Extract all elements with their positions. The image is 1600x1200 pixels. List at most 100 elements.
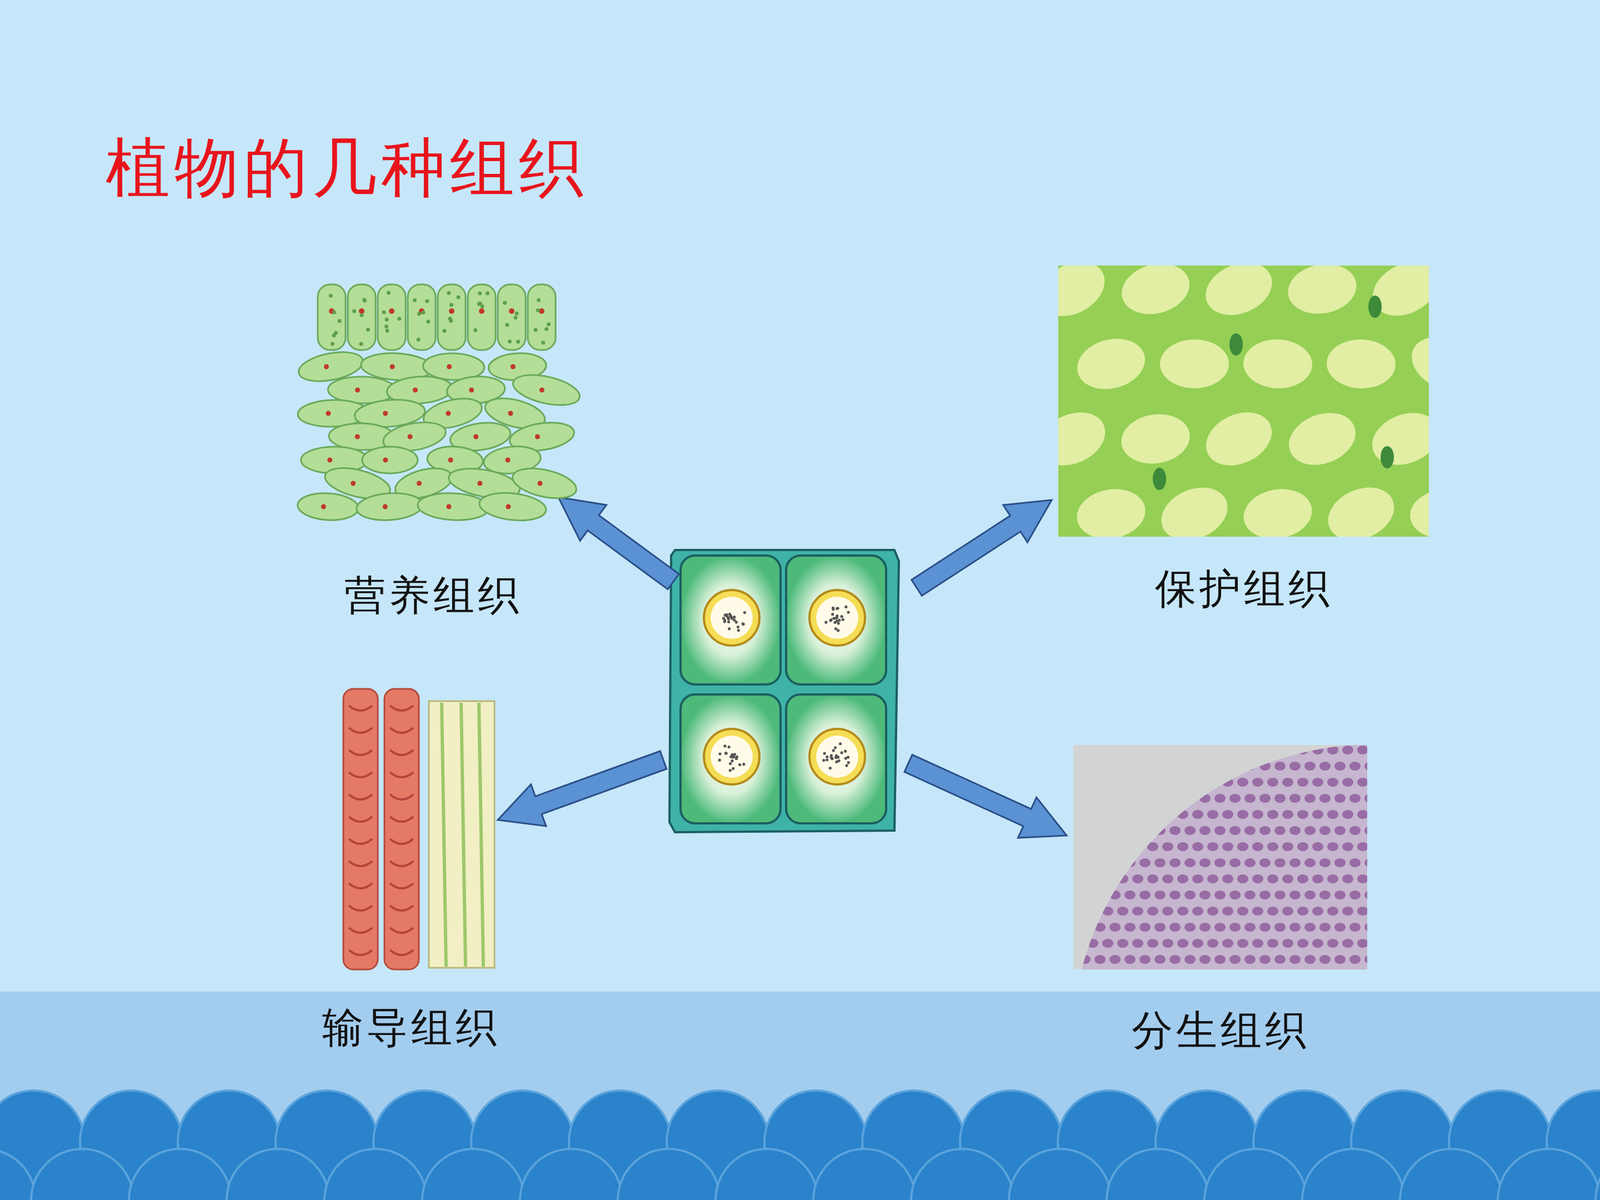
epidermal-cell (1153, 477, 1237, 537)
meristem-cell (1289, 761, 1301, 771)
meristem-cell (1342, 842, 1354, 852)
meristem-cell (1109, 858, 1121, 868)
vessel-thickening (348, 927, 373, 933)
chloroplast (516, 340, 520, 344)
chloroplast (426, 319, 430, 324)
vessel-thickening (348, 750, 373, 755)
meristem-cell (1334, 890, 1346, 900)
meristem-cell (1259, 826, 1271, 835)
tissue-label: 保护组织 (1155, 566, 1333, 612)
meristem-illustration (1072, 745, 1376, 970)
chromatin-dot (837, 621, 840, 625)
meristem-cell (1252, 777, 1264, 787)
nucleus (703, 590, 760, 646)
meristem-cell (1094, 955, 1106, 964)
chromatin-dot (835, 607, 839, 610)
meristem-cell (1102, 906, 1114, 916)
meristem-cell (1297, 906, 1309, 916)
meristem-cell (1139, 890, 1151, 900)
chloroplast (359, 342, 364, 347)
meristem-cell (1259, 922, 1271, 932)
meristem-cell (1274, 858, 1286, 868)
scallop (1497, 1148, 1600, 1200)
scallop (520, 1148, 623, 1200)
meristem-cell (1094, 890, 1106, 900)
vessel-thickening (390, 816, 414, 822)
meristem-cell (1117, 745, 1129, 755)
meristem-cell (1169, 793, 1181, 803)
meristem-cell (1132, 842, 1144, 852)
meristem-cell (1297, 938, 1309, 948)
meristem-cell (1229, 793, 1241, 803)
meristem-cell (1184, 955, 1196, 964)
meristem-cell (1229, 955, 1241, 964)
meristem-cell (1102, 745, 1114, 755)
scallop (813, 1148, 916, 1200)
meristem-cell (1132, 938, 1144, 948)
meristem-cell (1162, 777, 1174, 787)
meristem-cell (1349, 761, 1361, 771)
chloroplast (449, 302, 454, 307)
meristem-cell (1334, 858, 1346, 868)
cell-nucleus (505, 457, 510, 463)
chromatin-dot (742, 762, 745, 766)
meristem-cell (1073, 745, 1084, 755)
chromatin-dot (830, 618, 833, 622)
meristem-cell (1282, 874, 1294, 884)
cell-nucleus (327, 457, 333, 463)
cell-nucleus (539, 387, 545, 393)
scallop (31, 1148, 134, 1200)
meristem-region (1073, 745, 1368, 970)
meristem-cell (1162, 906, 1174, 916)
meristem-cell (1207, 842, 1219, 852)
chloroplast (366, 327, 370, 332)
tissue-label: 营养组织 (344, 572, 523, 618)
meristem-cell (1154, 761, 1166, 771)
meristem-cell (1177, 745, 1189, 755)
cell-nucleus (388, 308, 395, 314)
meristem-cell (1139, 858, 1151, 868)
meristem-cell (1087, 842, 1099, 852)
chromatin-dot (822, 758, 825, 762)
meristem-cell (1304, 793, 1316, 803)
meristem-cell (1162, 745, 1174, 755)
meristem-cell (1117, 938, 1129, 948)
tissue-label: 输导组织 (322, 1005, 500, 1050)
chloroplast (425, 298, 429, 303)
palisade-cell (407, 284, 436, 350)
meristem-cell (1184, 922, 1196, 932)
chloroplast (502, 300, 507, 305)
chloroplast (536, 298, 541, 303)
meristem-cell (1327, 777, 1339, 787)
cell-nucleus (508, 308, 515, 314)
meristem-cell (1094, 922, 1106, 932)
chloroplast (446, 291, 451, 295)
epidermis-illustration (1030, 250, 1487, 550)
vessel-thickening (390, 927, 414, 933)
meristem-cell (1282, 906, 1294, 916)
sieve-line (478, 702, 484, 967)
chloroplast (544, 327, 549, 332)
chloroplast (385, 328, 389, 333)
chloroplast (480, 304, 485, 309)
chloroplast (507, 339, 512, 344)
chloroplast (473, 328, 478, 333)
meristem-cell (1139, 761, 1151, 771)
chromatin-dot (846, 610, 850, 614)
meristem-cell (1304, 858, 1316, 868)
meristem-cell (1297, 842, 1309, 852)
vessel-tube (343, 688, 378, 970)
cell-nucleus (446, 504, 452, 510)
meristem-cell (1312, 874, 1324, 884)
meristem-cell (1222, 938, 1234, 948)
chloroplast (442, 328, 447, 333)
meristem-cell (1087, 745, 1099, 755)
meristem-cell (1162, 842, 1174, 852)
vessel-thickening (390, 727, 414, 733)
meristem-cell (1087, 906, 1099, 916)
cell (680, 555, 781, 685)
scallop (1302, 1148, 1405, 1200)
scallop (911, 1148, 1014, 1200)
meristem-cell (1117, 777, 1129, 787)
meristem-cell (1282, 777, 1294, 787)
